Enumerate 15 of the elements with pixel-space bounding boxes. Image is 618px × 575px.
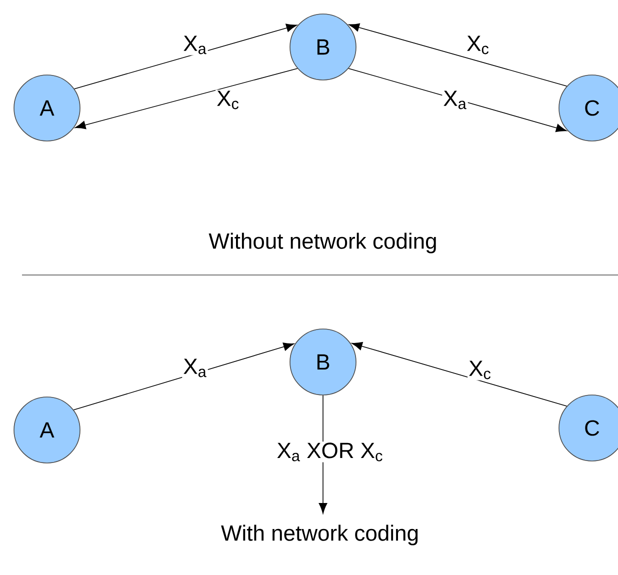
arrow: [352, 342, 568, 406]
edge-label: X$_{c}$: [216, 90, 240, 110]
edge-label: X$_{a}$: [182, 358, 208, 378]
arrow: [74, 24, 297, 90]
edge-label: X$_{a}$ XOR X$_{c}$: [276, 442, 384, 462]
arrow: [74, 68, 298, 130]
edge-label: X$_{c}$: [468, 360, 492, 380]
arrow: [348, 68, 567, 132]
arrow: [73, 342, 294, 410]
edge-label: X$_{a}$: [442, 90, 468, 110]
arrow: [348, 23, 568, 86]
caption: Without network coding: [208, 232, 436, 254]
caption: With network coding: [221, 524, 418, 546]
edge-label: X$_{c}$: [466, 34, 490, 56]
edge-label: X$_{a}$: [182, 34, 208, 56]
